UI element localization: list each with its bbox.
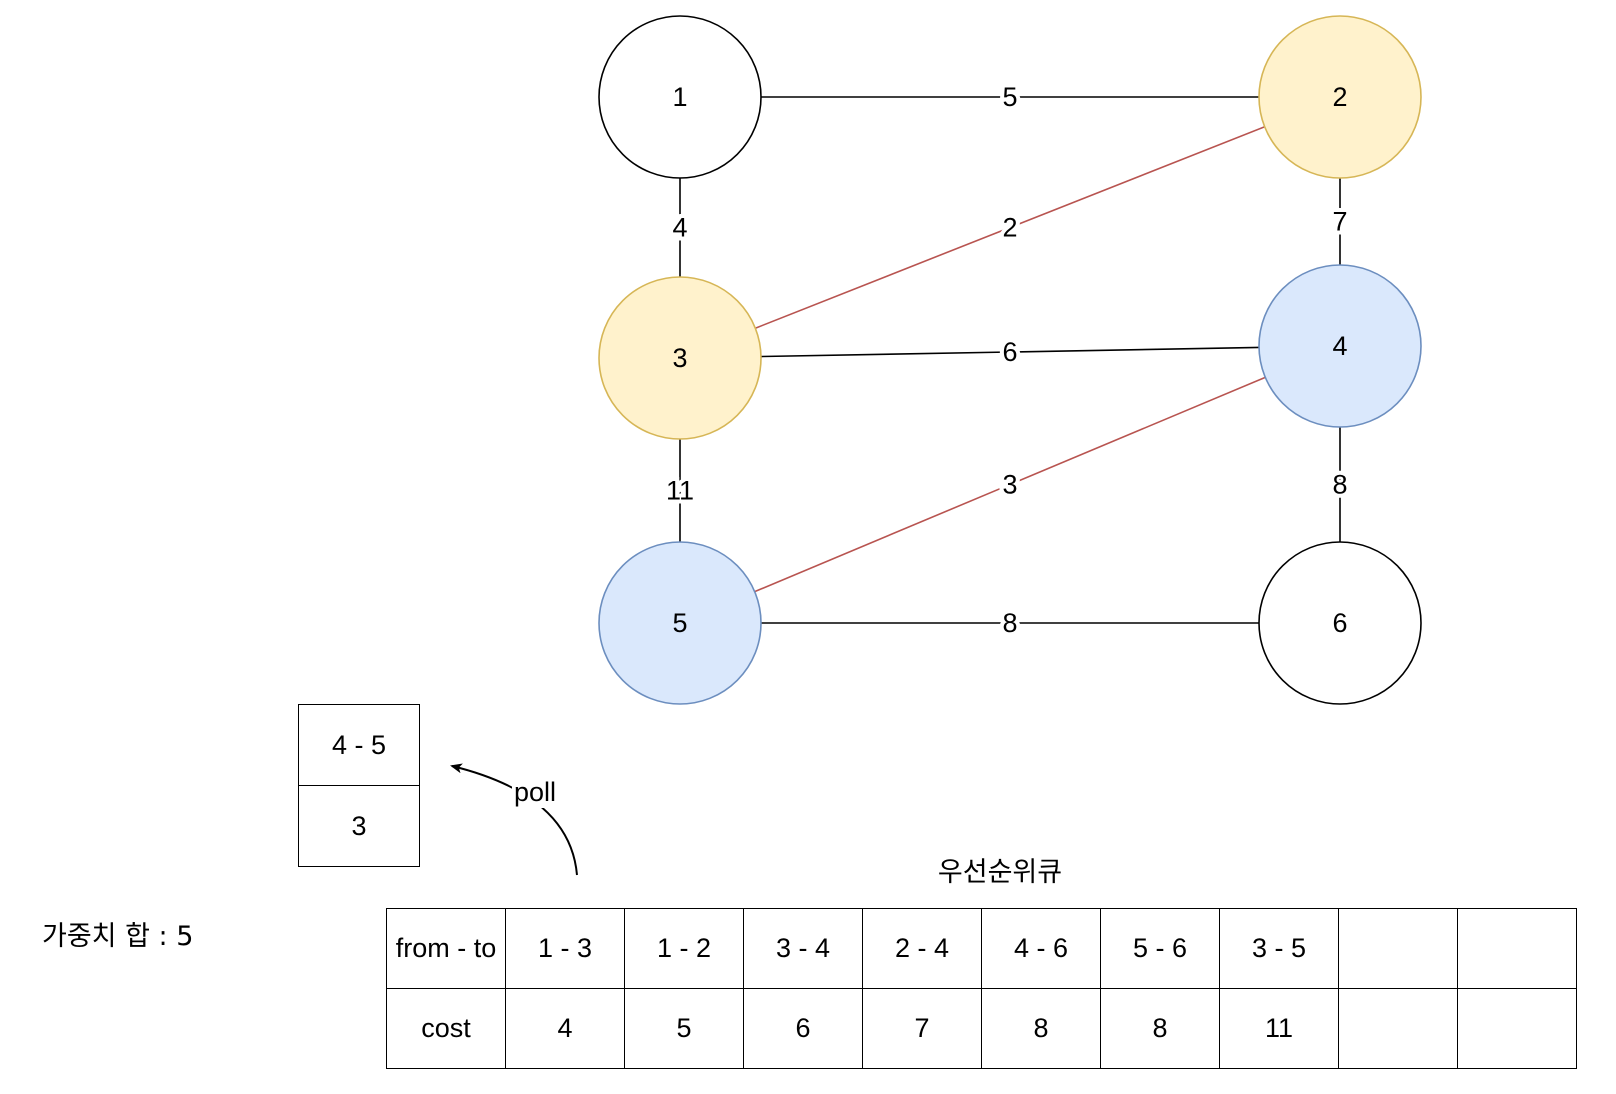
queue-row-edges: from - to 1 - 3 1 - 2 3 - 4 2 - 4 4 - 6 … bbox=[386, 908, 1577, 989]
node-label: 1 bbox=[672, 82, 687, 112]
queue-cell-edge: 1 - 3 bbox=[505, 908, 625, 989]
priority-queue-table: from - to 1 - 3 1 - 2 3 - 4 2 - 4 4 - 6 … bbox=[386, 908, 1577, 1069]
queue-cell-cost: 11 bbox=[1219, 988, 1339, 1069]
edge-weight-label: 7 bbox=[1332, 207, 1347, 237]
node-3: 3 bbox=[598, 276, 762, 440]
node-label: 4 bbox=[1332, 331, 1347, 361]
edge-weight-label: 8 bbox=[1002, 608, 1017, 638]
node-6: 6 bbox=[1258, 541, 1422, 705]
node-4: 4 bbox=[1258, 264, 1422, 428]
queue-row-header-edges: from - to bbox=[386, 908, 506, 989]
queue-row-header-cost: cost bbox=[386, 988, 506, 1069]
node-circle bbox=[1258, 264, 1422, 428]
edge-3-4 bbox=[760, 346, 1260, 358]
queue-cell-cost: 8 bbox=[981, 988, 1101, 1069]
edge-weight-label: 4 bbox=[672, 213, 687, 243]
edge-3-2 bbox=[755, 126, 1265, 329]
queue-cell-edge: 3 - 4 bbox=[743, 908, 863, 989]
queue-cell-cost: 4 bbox=[505, 988, 625, 1069]
node-5: 5 bbox=[598, 541, 762, 705]
node-label: 2 bbox=[1332, 82, 1347, 112]
edge-weight-label: 3 bbox=[1002, 470, 1017, 500]
edge-weight-label: 2 bbox=[1002, 213, 1017, 243]
queue-cell-edge: 1 - 2 bbox=[624, 908, 744, 989]
node-label: 3 bbox=[672, 343, 687, 373]
poll-label: poll bbox=[512, 776, 559, 808]
weight-sum-label: 가중치 합 : 5 bbox=[42, 921, 194, 952]
queue-cell-cost: 5 bbox=[624, 988, 744, 1069]
node-label: 5 bbox=[672, 608, 687, 638]
queue-cell-edge: 2 - 4 bbox=[862, 908, 982, 989]
queue-cell-cost bbox=[1338, 988, 1458, 1069]
priority-queue-title: 우선순위큐 bbox=[937, 857, 1063, 888]
popped-cost-value: 3 bbox=[299, 785, 419, 866]
queue-cell-cost: 8 bbox=[1100, 988, 1220, 1069]
edge-weight-label: 11 bbox=[666, 476, 694, 506]
node-circle bbox=[598, 276, 762, 440]
edge-weight-label: 6 bbox=[1002, 337, 1017, 367]
node-circle bbox=[598, 15, 762, 179]
popped-edge-value: 4 - 5 bbox=[331, 729, 387, 760]
queue-cell-edge bbox=[1457, 908, 1577, 989]
queue-cell-edge: 4 - 6 bbox=[981, 908, 1101, 989]
node-label: 6 bbox=[1332, 608, 1347, 638]
queue-cell-edge bbox=[1338, 908, 1458, 989]
queue-cell-edge: 3 - 5 bbox=[1219, 908, 1339, 989]
popped-edge-box: 4 - 5 3 bbox=[298, 704, 420, 867]
node-circle bbox=[598, 541, 762, 705]
node-circle bbox=[1258, 541, 1422, 705]
edge-weight-label: 8 bbox=[1332, 470, 1347, 500]
edge-5-4 bbox=[754, 376, 1266, 593]
node-1: 1 bbox=[598, 15, 762, 179]
queue-cell-edge: 5 - 6 bbox=[1100, 908, 1220, 989]
queue-cell-cost: 6 bbox=[743, 988, 863, 1069]
queue-row-costs: cost 4 5 6 7 8 8 11 bbox=[386, 988, 1577, 1069]
edge-weight-label: 5 bbox=[1002, 82, 1017, 112]
queue-cell-cost: 7 bbox=[862, 988, 982, 1069]
node-circle bbox=[1258, 15, 1422, 179]
node-2: 2 bbox=[1258, 15, 1422, 179]
queue-cell-cost bbox=[1457, 988, 1577, 1069]
